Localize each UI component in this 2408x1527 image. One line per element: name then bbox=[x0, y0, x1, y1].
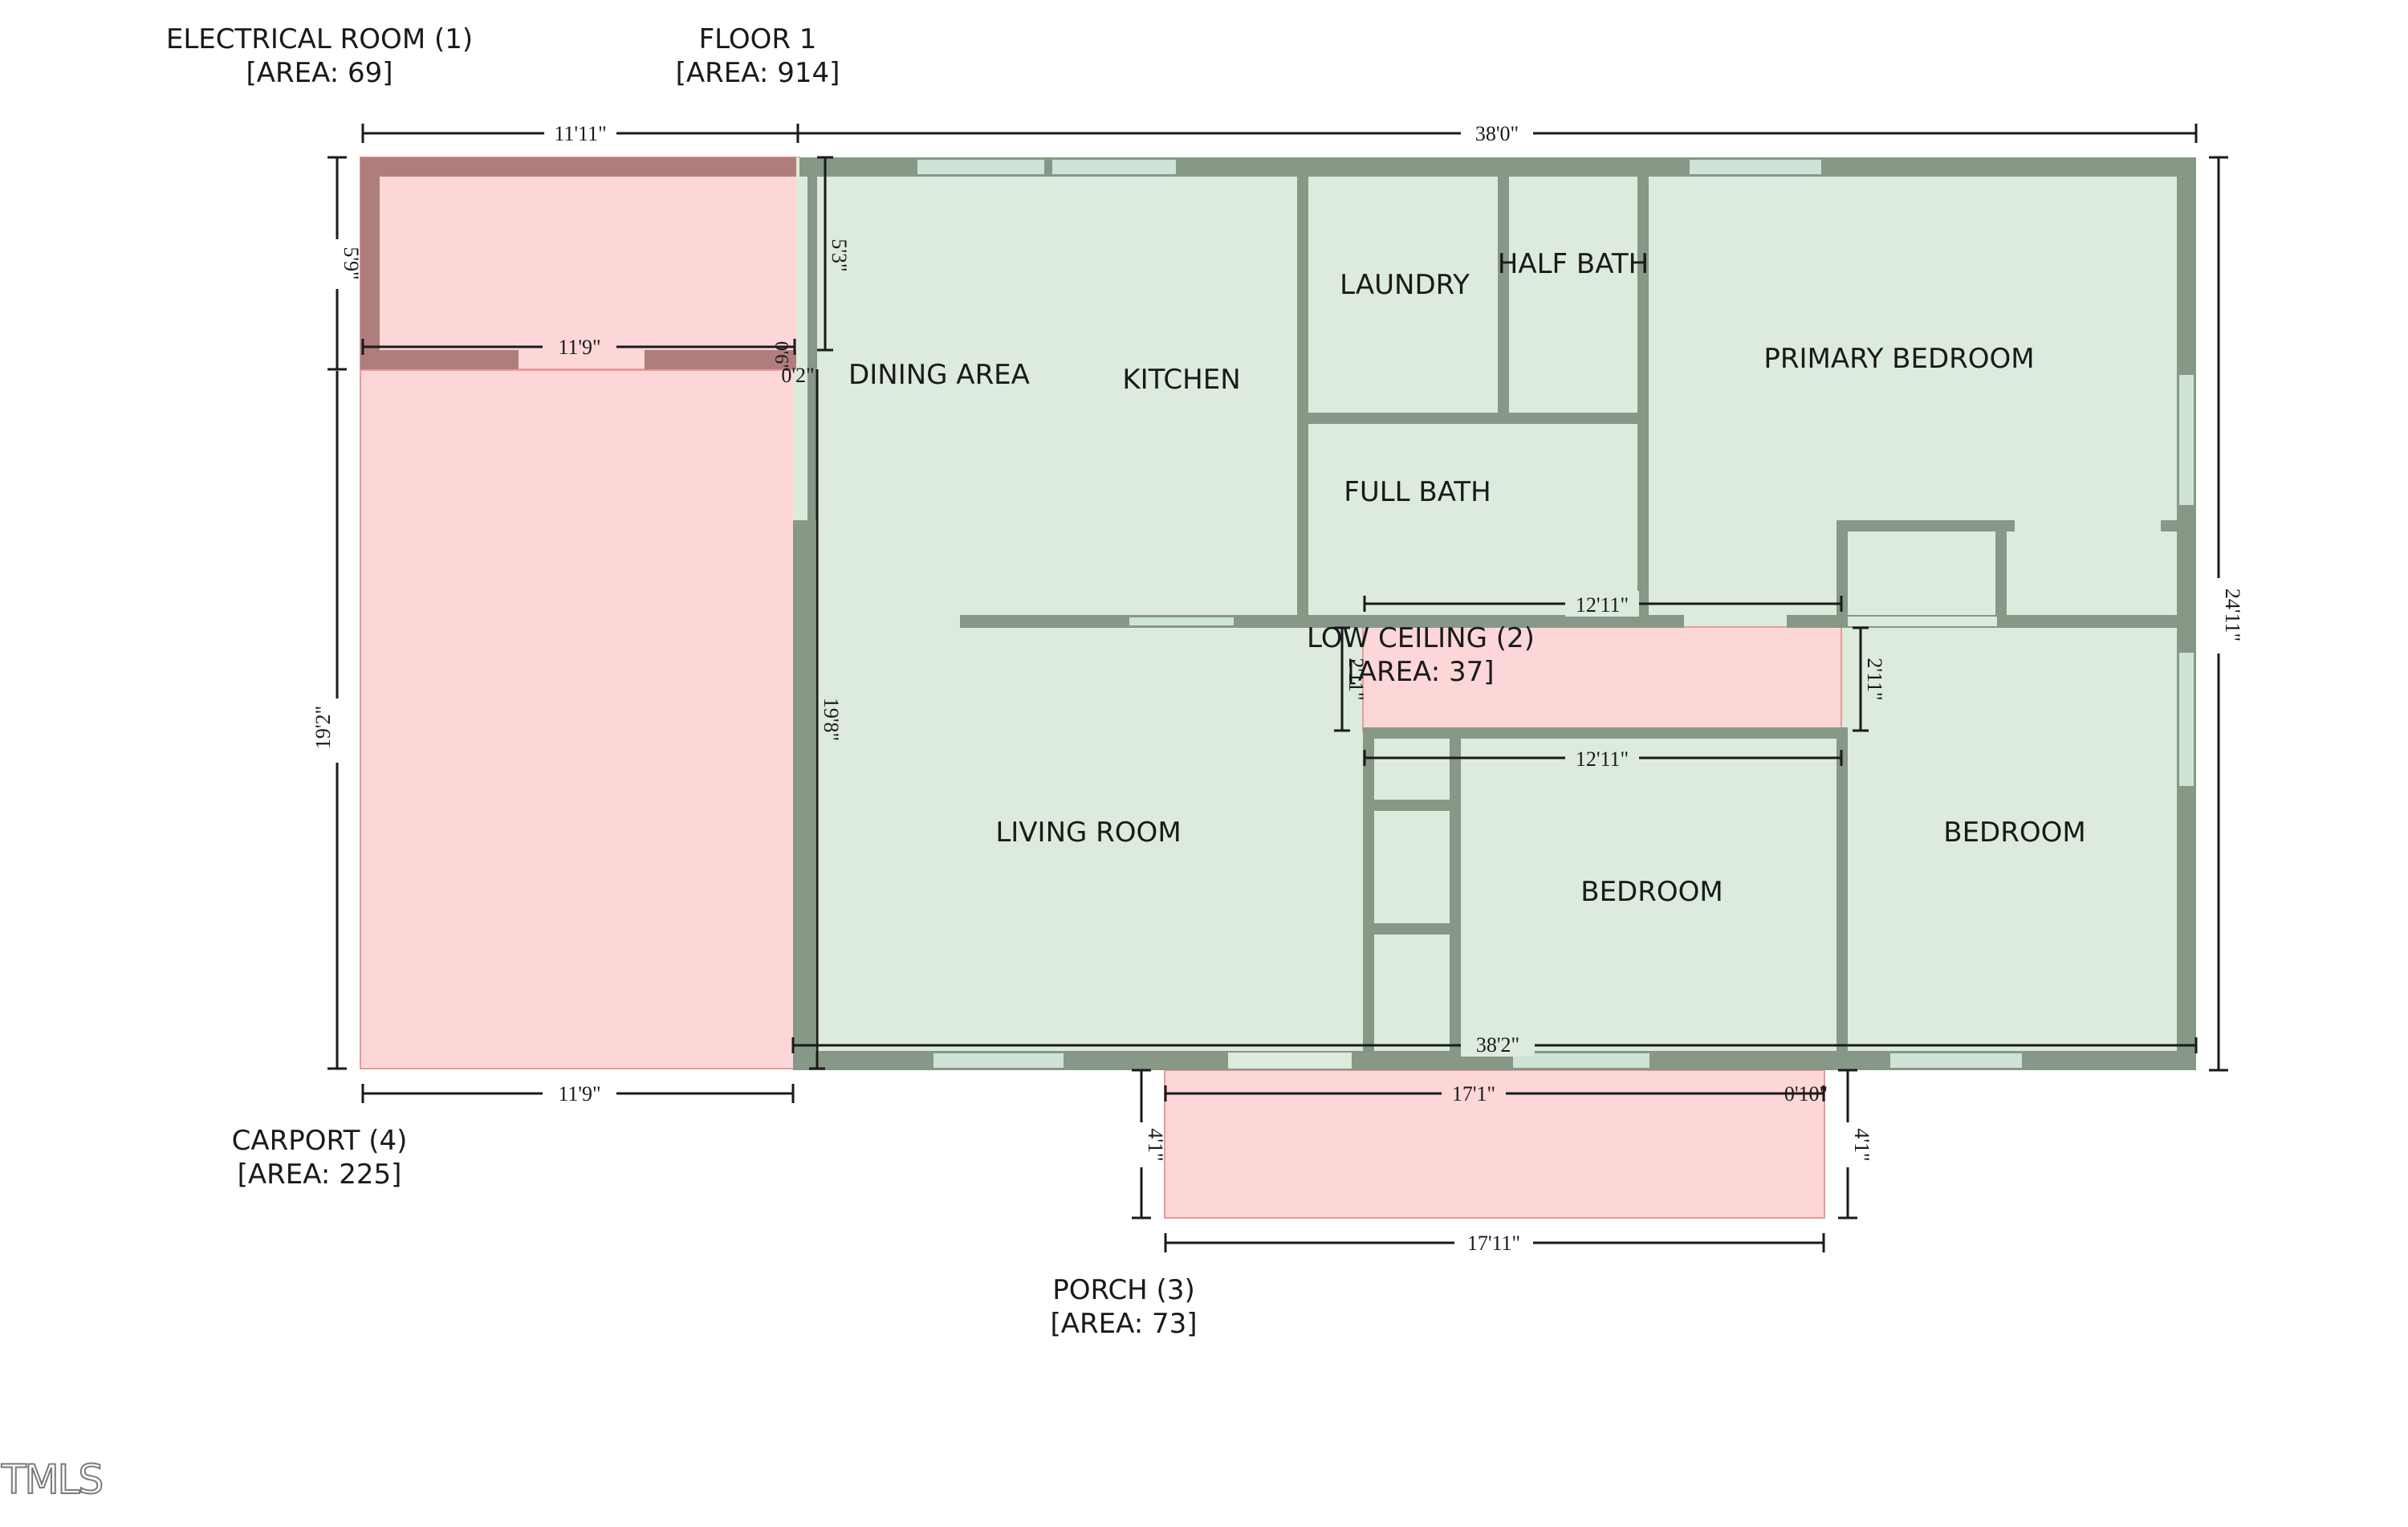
dim-porch-left: 4'1" bbox=[1144, 1128, 1167, 1161]
room-half-bath: HALF BATH bbox=[1498, 248, 1649, 280]
window bbox=[932, 1052, 1065, 1069]
dim-top-floor: 38'0" bbox=[1475, 122, 1519, 145]
area-porch-value: [AREA: 73] bbox=[1050, 1308, 1197, 1340]
dim-porch-top-right: 0'10" bbox=[1784, 1082, 1828, 1106]
dim-porch-right: 4'1" bbox=[1850, 1128, 1873, 1161]
area-carport-name: CARPORT (4) bbox=[232, 1125, 408, 1157]
window bbox=[2178, 373, 2195, 507]
room-dining-area: DINING AREA bbox=[848, 359, 1030, 391]
area-electrical-name: ELECTRICAL ROOM (1) bbox=[166, 23, 473, 55]
room-full-bath: FULL BATH bbox=[1344, 476, 1491, 508]
electrical-room-wall-left bbox=[360, 157, 380, 369]
dim-left-carport: 19'2" bbox=[311, 706, 335, 749]
window bbox=[1128, 616, 1235, 627]
room-laundry: LAUNDRY bbox=[1340, 269, 1470, 301]
window bbox=[1051, 158, 1178, 176]
area-floor1-value: [AREA: 914] bbox=[676, 57, 840, 89]
room-bedroom-right: BEDROOM bbox=[1943, 816, 2085, 849]
dim-right-floor: 24'11" bbox=[2221, 588, 2244, 641]
carport-area bbox=[360, 369, 795, 1069]
window bbox=[2178, 651, 2195, 788]
dim-gap-a: 0'6" bbox=[771, 341, 791, 372]
room-labels: DINING AREA KITCHEN LAUNDRY HALF BATH PR… bbox=[848, 248, 2086, 908]
door-opening bbox=[1228, 1053, 1352, 1069]
dim-porch-bottom: 17'11" bbox=[1467, 1232, 1520, 1255]
area-labels: ELECTRICAL ROOM (1) [AREA: 69] FLOOR 1 [… bbox=[166, 23, 1535, 1340]
electrical-room-wall-bottom-b bbox=[645, 350, 799, 369]
dim-electrical-inner: 11'9" bbox=[558, 336, 600, 359]
room-primary-bedroom: PRIMARY BEDROOM bbox=[1763, 343, 2034, 375]
dim-low-ceiling-right: 2'11" bbox=[1863, 658, 1886, 700]
dim-left-electrical: 5'9" bbox=[340, 246, 363, 279]
dim-top-electrical: 11'11" bbox=[554, 122, 606, 145]
electrical-room-wall-bottom-a bbox=[360, 350, 519, 369]
tmls-watermark: TMLS bbox=[1, 1456, 102, 1503]
window bbox=[1688, 158, 1823, 176]
area-carport-value: [AREA: 225] bbox=[238, 1158, 402, 1191]
window bbox=[1511, 1052, 1651, 1069]
dim-low-ceiling-left: 2'11" bbox=[1344, 658, 1368, 700]
window bbox=[1889, 1052, 2024, 1069]
dim-porch-top: 17'1" bbox=[1452, 1082, 1495, 1106]
door-opening bbox=[793, 369, 807, 520]
floor-1 bbox=[793, 157, 2196, 1070]
area-floor1-name: FLOOR 1 bbox=[699, 23, 817, 55]
area-porch-name: PORCH (3) bbox=[1052, 1274, 1194, 1306]
dim-carport-inner-right: 19'8" bbox=[820, 698, 843, 741]
windows bbox=[793, 158, 2195, 1069]
window bbox=[916, 158, 1046, 176]
floor-1-area bbox=[796, 157, 2196, 1070]
area-electrical-value: [AREA: 69] bbox=[246, 57, 393, 89]
dim-low-ceiling-top: 12'11" bbox=[1576, 593, 1629, 617]
dim-carport-bottom: 11'9" bbox=[558, 1082, 600, 1106]
room-kitchen: KITCHEN bbox=[1122, 364, 1240, 396]
door-opening bbox=[1848, 617, 1997, 626]
area-low-ceiling-name: LOW CEILING (2) bbox=[1307, 622, 1535, 654]
dim-low-ceiling-bottom: 12'11" bbox=[1576, 747, 1629, 771]
dim-bottom-floor: 38'2" bbox=[1476, 1033, 1519, 1057]
dim-gap-b: 0'2" bbox=[781, 364, 814, 387]
dimension-labels: 11'11" 38'0" 5'9" 19'2" 11'9" 5'3" 0'6" … bbox=[311, 119, 2244, 1256]
room-living-room: LIVING ROOM bbox=[995, 816, 1181, 849]
electrical-room-wall-top bbox=[360, 157, 799, 177]
dim-electrical-right: 5'3" bbox=[828, 238, 851, 271]
room-bedroom-center: BEDROOM bbox=[1580, 876, 1723, 908]
area-low-ceiling-value: [AREA: 37] bbox=[1347, 656, 1494, 688]
